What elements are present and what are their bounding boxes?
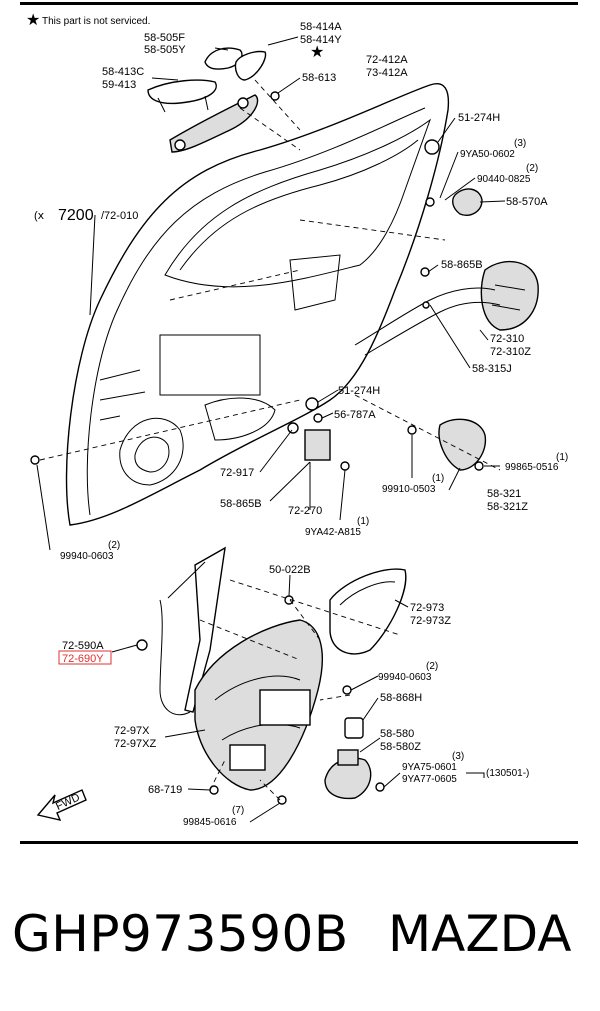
qty-label: (3) [452,751,464,762]
label-7200: 7200 [58,207,94,224]
part-number: GHP973590B [12,905,349,963]
fwd-arrow-icon [36,789,87,821]
label-72-310: 72-310 [490,333,524,345]
top-rule [20,2,578,5]
label-58-414Y: 58-414Y [300,34,342,46]
label-58-414A: 58-414A [300,21,342,33]
qty-label: (2) [526,163,538,174]
bottom-rule [20,841,578,844]
qty-label: (1) [432,473,444,484]
qty-label: (7) [232,805,244,816]
footer: GHP973590B MAZDA [0,905,600,965]
ref-icon: (ⅹ [34,210,45,222]
outer-handle-trim [234,50,267,81]
label-58-580: 58-580 [380,728,414,740]
selected-part-highlight [58,650,112,665]
lock-rod-cable [354,287,501,356]
upper-leader-lines [36,36,506,551]
not-serviced-note: This part is not serviced. [42,16,150,27]
label-72-97XZ: 72-97XZ [114,738,156,750]
label-58-865B: 58-865B [220,498,262,510]
qty-label: (3) [514,138,526,149]
qty-label: (1) [357,516,369,527]
label-68-719: 68-719 [148,784,182,796]
lower-leader-lines [111,574,485,823]
label-130501: (130501-) [486,768,529,779]
label-9YA42-A815: 9YA42-A815 [305,527,361,538]
label-72-412A: 72-412A [366,54,408,66]
label-72-270: 72-270 [288,505,322,517]
handle-bracket [169,94,259,153]
label-73-412A: 73-412A [366,67,408,79]
label-58-413C: 58-413C [102,66,144,78]
label-58-321Z: 58-321Z [487,501,528,513]
label-58-865B: 58-865B [441,259,483,271]
qty-label: (2) [426,661,438,672]
label-99940-0603: 99940-0603 [60,551,114,562]
label-51-274H: 51-274H [338,385,380,397]
door-lock-actuator [480,260,539,331]
label-72-97X: 72-97X [114,725,150,737]
window-motor [324,749,372,800]
door-panel [65,83,450,526]
label-58-868H: 58-868H [380,692,422,704]
door-module-carrier [194,619,324,791]
star-icon: ★ [26,12,40,29]
small-fasteners [30,91,484,471]
brand-name: MAZDA [388,905,572,963]
note: ★ This part is not serviced. [26,12,150,29]
label-51-274H: 51-274H [458,112,500,124]
label-58-570A: 58-570A [506,196,548,208]
label-90440-0825: 90440-0825 [477,174,531,185]
door-parts-diagram: ★ This part is not serviced. 58-505F 58-… [26,12,568,828]
label-72-310Z: 72-310Z [490,346,531,358]
qty-label: (1) [556,452,568,463]
label-9YA75-0601: 9YA75-0601 [402,762,457,773]
label-9YA50-0602: 9YA50-0602 [460,149,515,160]
label-72-010: /72-010 [101,210,138,222]
label-9YA77-0605: 9YA77-0605 [402,774,457,785]
label-58-321: 58-321 [487,488,521,500]
outer-handle [147,79,217,113]
label-99910-0503: 99910-0503 [382,484,436,495]
label-99940-0603: 99940-0603 [378,672,432,683]
label-72-590A: 72-590A [62,640,104,652]
label-58-505F: 58-505F [144,32,185,44]
label-72-690Y: 72-690Y [62,653,104,665]
label-99865-0516: 99865-0516 [505,462,559,473]
label-50-022B: 50-022B [269,564,311,576]
label-72-917: 72-917 [220,467,254,479]
label-72-973Z: 72-973Z [410,615,451,627]
window-regulator [136,546,226,716]
label-58-505Y: 58-505Y [144,44,186,56]
striker-plate [452,188,483,216]
star-icon: ★ [310,44,324,61]
label-59-413: 59-413 [102,79,136,91]
hinge-bolt [424,139,440,155]
label-58-613: 58-613 [302,72,336,84]
label-58-580Z: 58-580Z [380,741,421,753]
label-99845-0616: 99845-0616 [183,817,237,828]
label-72-973: 72-973 [410,602,444,614]
fwd-label: FWD [54,791,82,812]
qty-label: (2) [108,540,120,551]
label-58-315J: 58-315J [472,363,512,375]
grommet-seal [344,717,364,739]
label-56-787A: 56-787A [334,409,376,421]
speaker-bracket [329,568,407,655]
